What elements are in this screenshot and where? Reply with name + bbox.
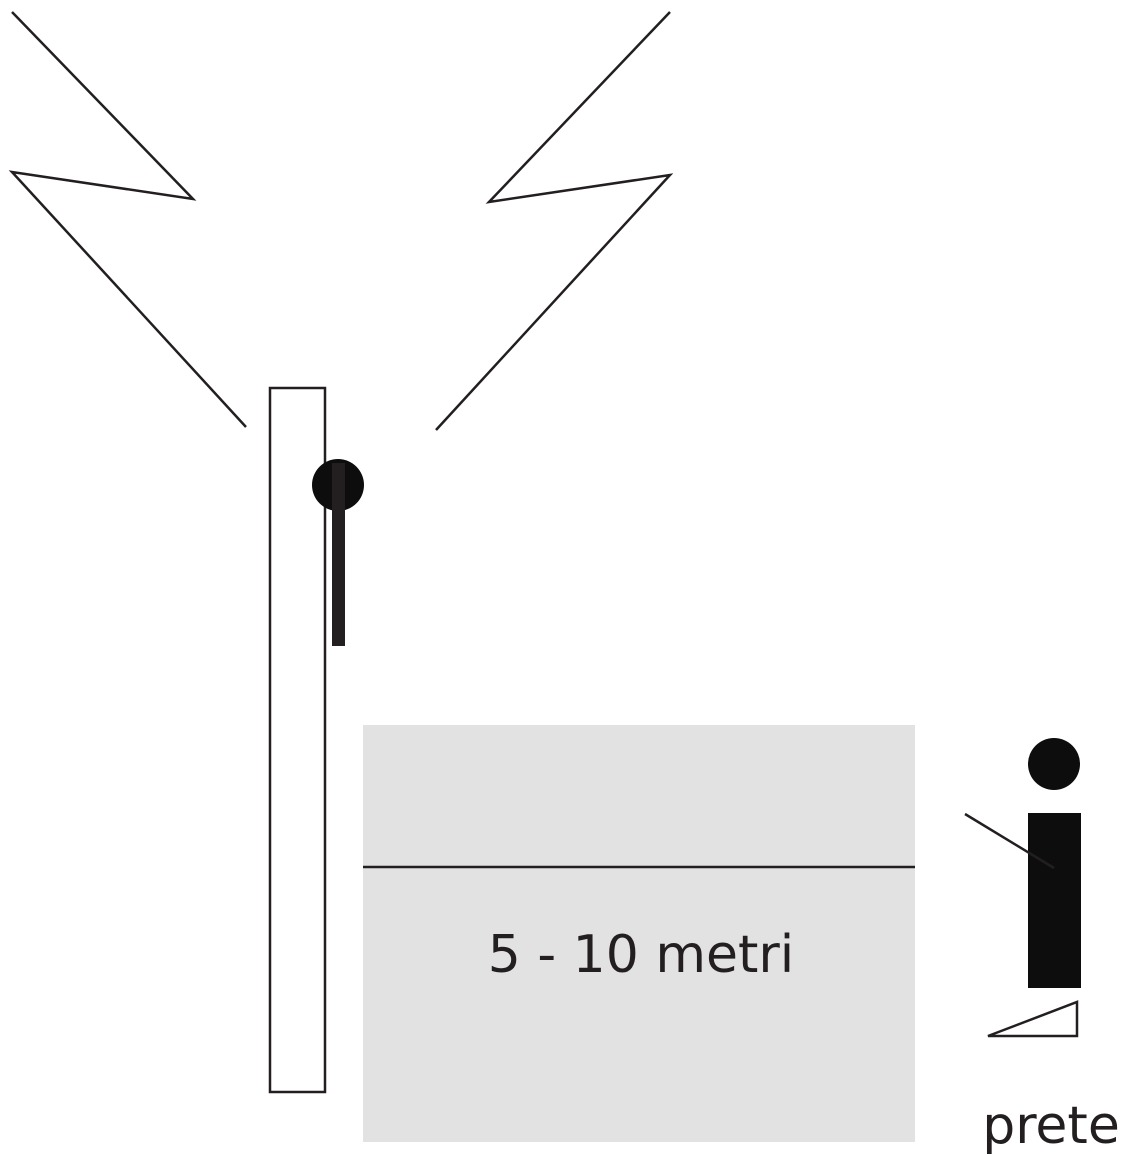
distance-label: 5 - 10 metri [488,925,794,985]
person-label: prete [982,1096,1120,1155]
person-icon [964,738,1081,1038]
left-signal-bolt-icon [8,11,247,428]
speaker-icon [312,459,364,646]
pole [268,386,327,1094]
person-body [1028,813,1081,988]
person-base-wedge-icon [987,1000,1079,1038]
right-signal-bolt-icon [435,11,674,431]
distance-zone [363,725,915,1142]
person-arm [964,812,1055,870]
speaker-stem [332,463,345,646]
person-head [1028,738,1080,790]
